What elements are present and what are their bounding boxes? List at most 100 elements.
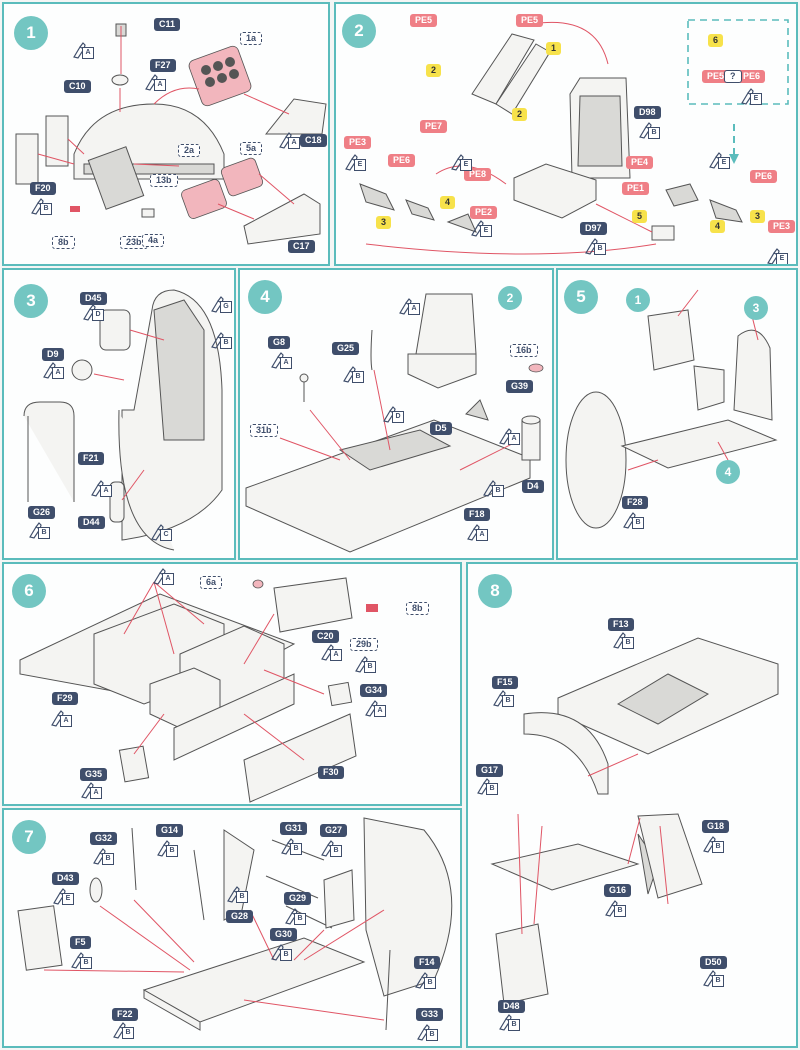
step-number-badge: 4 bbox=[248, 280, 282, 314]
glue-bottle-icon: C bbox=[150, 524, 172, 541]
glue-bottle-icon: B bbox=[156, 840, 178, 857]
photo-etch-part-label: PE8 bbox=[464, 168, 492, 181]
glue-bottle-icon: B bbox=[492, 690, 514, 707]
glue-type-letter: E bbox=[480, 225, 492, 237]
glue-bottle-icon: A bbox=[72, 42, 94, 59]
part-number-label: C11 bbox=[154, 18, 181, 31]
part-number-label: F15 bbox=[492, 676, 518, 689]
part-number-label: G30 bbox=[270, 928, 298, 941]
glue-bottle-icon: A bbox=[466, 524, 488, 541]
photo-etch-part-label: PE1 bbox=[622, 182, 650, 195]
part-number-label: F27 bbox=[150, 59, 176, 72]
sequence-number-label: 4 bbox=[710, 220, 726, 233]
glue-type-letter: A bbox=[154, 79, 166, 91]
substep-reference-badge: 3 bbox=[744, 296, 768, 320]
step-1-drawing bbox=[15, 23, 327, 245]
substep-reference-badge: 2 bbox=[498, 286, 522, 310]
seat-pan-d97 bbox=[513, 163, 597, 219]
glue-type-letter: A bbox=[90, 787, 102, 799]
step-number-badge: 6 bbox=[12, 574, 46, 608]
glue-bottle-icon: A bbox=[90, 480, 112, 497]
glue-bottle-icon: E bbox=[708, 152, 730, 169]
sidewall-f14 bbox=[363, 817, 453, 997]
sequence-number-label: 3 bbox=[376, 216, 392, 229]
part-number-label: G33 bbox=[416, 1008, 444, 1021]
glue-bottle-icon: A bbox=[364, 700, 386, 717]
part-number-label: F14 bbox=[414, 956, 440, 969]
glue-bottle-icon: B bbox=[92, 848, 114, 865]
glue-bottle-icon: E bbox=[344, 154, 366, 171]
step-number-badge: 2 bbox=[342, 14, 376, 48]
step-number-badge: 1 bbox=[14, 16, 48, 50]
part-number-label: F28 bbox=[622, 496, 648, 509]
decal-reference-label: 23b bbox=[120, 236, 148, 249]
glue-bottle-icon: A bbox=[498, 428, 520, 445]
part-number-label: G29 bbox=[284, 892, 312, 905]
photo-etch-part-label: PE6 bbox=[738, 70, 766, 83]
glue-bottle-icon: B bbox=[638, 122, 660, 139]
glue-bottle-icon: B bbox=[112, 1022, 134, 1039]
step-number-badge: 7 bbox=[12, 820, 46, 854]
glue-bottle-icon: B bbox=[482, 480, 504, 497]
glue-bottle-icon: A bbox=[50, 710, 72, 727]
part-number-label: G17 bbox=[476, 764, 504, 777]
photo-etch-part-label: PE3 bbox=[768, 220, 796, 233]
glue-type-letter: B bbox=[622, 637, 634, 649]
glue-bottle-icon: B bbox=[270, 944, 292, 961]
part-number-label: F30 bbox=[318, 766, 344, 779]
decal-reference-label: 4a bbox=[142, 234, 165, 247]
glue-type-letter: B bbox=[712, 841, 724, 853]
part-number-label: D44 bbox=[78, 516, 105, 529]
step-number-badge: 8 bbox=[478, 574, 512, 608]
sequence-number-label: 6 bbox=[708, 34, 724, 47]
glue-bottle-icon: B bbox=[612, 632, 634, 649]
glue-type-letter: D bbox=[92, 309, 104, 321]
part-number-label: D9 bbox=[42, 348, 64, 361]
step-3-drawing bbox=[23, 289, 223, 551]
glue-bottle-icon: B bbox=[622, 512, 644, 529]
glue-type-letter: B bbox=[648, 127, 660, 139]
glue-type-letter: E bbox=[718, 157, 730, 169]
sequence-number-label: 5 bbox=[632, 210, 648, 223]
decal-reference-label: 2a bbox=[178, 144, 201, 157]
glue-bottle-icon: B bbox=[284, 908, 306, 925]
part-number-label: C10 bbox=[64, 80, 91, 93]
part-number-label: G14 bbox=[156, 824, 184, 837]
photo-etch-part-label: PE6 bbox=[388, 154, 416, 167]
glue-bottle-icon: E bbox=[470, 220, 492, 237]
glue-type-letter: B bbox=[166, 845, 178, 857]
photo-etch-part-label: PE4 bbox=[626, 156, 654, 169]
glue-bottle-icon: A bbox=[152, 568, 174, 585]
f20-piece-a bbox=[15, 133, 39, 185]
glue-type-letter: E bbox=[354, 159, 366, 171]
glue-type-letter: A bbox=[162, 573, 174, 585]
glue-bottle-icon: A bbox=[398, 298, 420, 315]
glue-type-letter: A bbox=[280, 357, 292, 369]
glue-type-letter: B bbox=[236, 891, 248, 903]
glue-bottle-icon: B bbox=[342, 366, 364, 383]
glue-bottle-icon: B bbox=[604, 900, 626, 917]
glue-type-letter: B bbox=[330, 845, 342, 857]
glue-type-letter: B bbox=[492, 485, 504, 497]
step-5-drawing bbox=[565, 289, 778, 529]
glue-bottle-icon: B bbox=[498, 1014, 520, 1031]
glue-bottle-icon: E bbox=[766, 248, 788, 264]
glue-type-letter: B bbox=[426, 1029, 438, 1041]
glue-type-letter: B bbox=[40, 203, 52, 215]
glue-bottle-icon: A bbox=[80, 782, 102, 799]
part-number-label: G16 bbox=[604, 884, 632, 897]
glue-type-letter: A bbox=[100, 485, 112, 497]
glue-bottle-icon: B bbox=[70, 952, 92, 969]
glue-bottle-icon: B bbox=[28, 522, 50, 539]
part-number-label: D4 bbox=[522, 480, 544, 493]
glue-type-letter: B bbox=[508, 1019, 520, 1031]
sequence-number-label: 4 bbox=[440, 196, 456, 209]
part-number-label: C18 bbox=[300, 134, 327, 147]
step-7-drawing bbox=[17, 817, 453, 1031]
step-6-drawing bbox=[19, 577, 378, 803]
sequence-number-label: 2 bbox=[512, 108, 528, 121]
